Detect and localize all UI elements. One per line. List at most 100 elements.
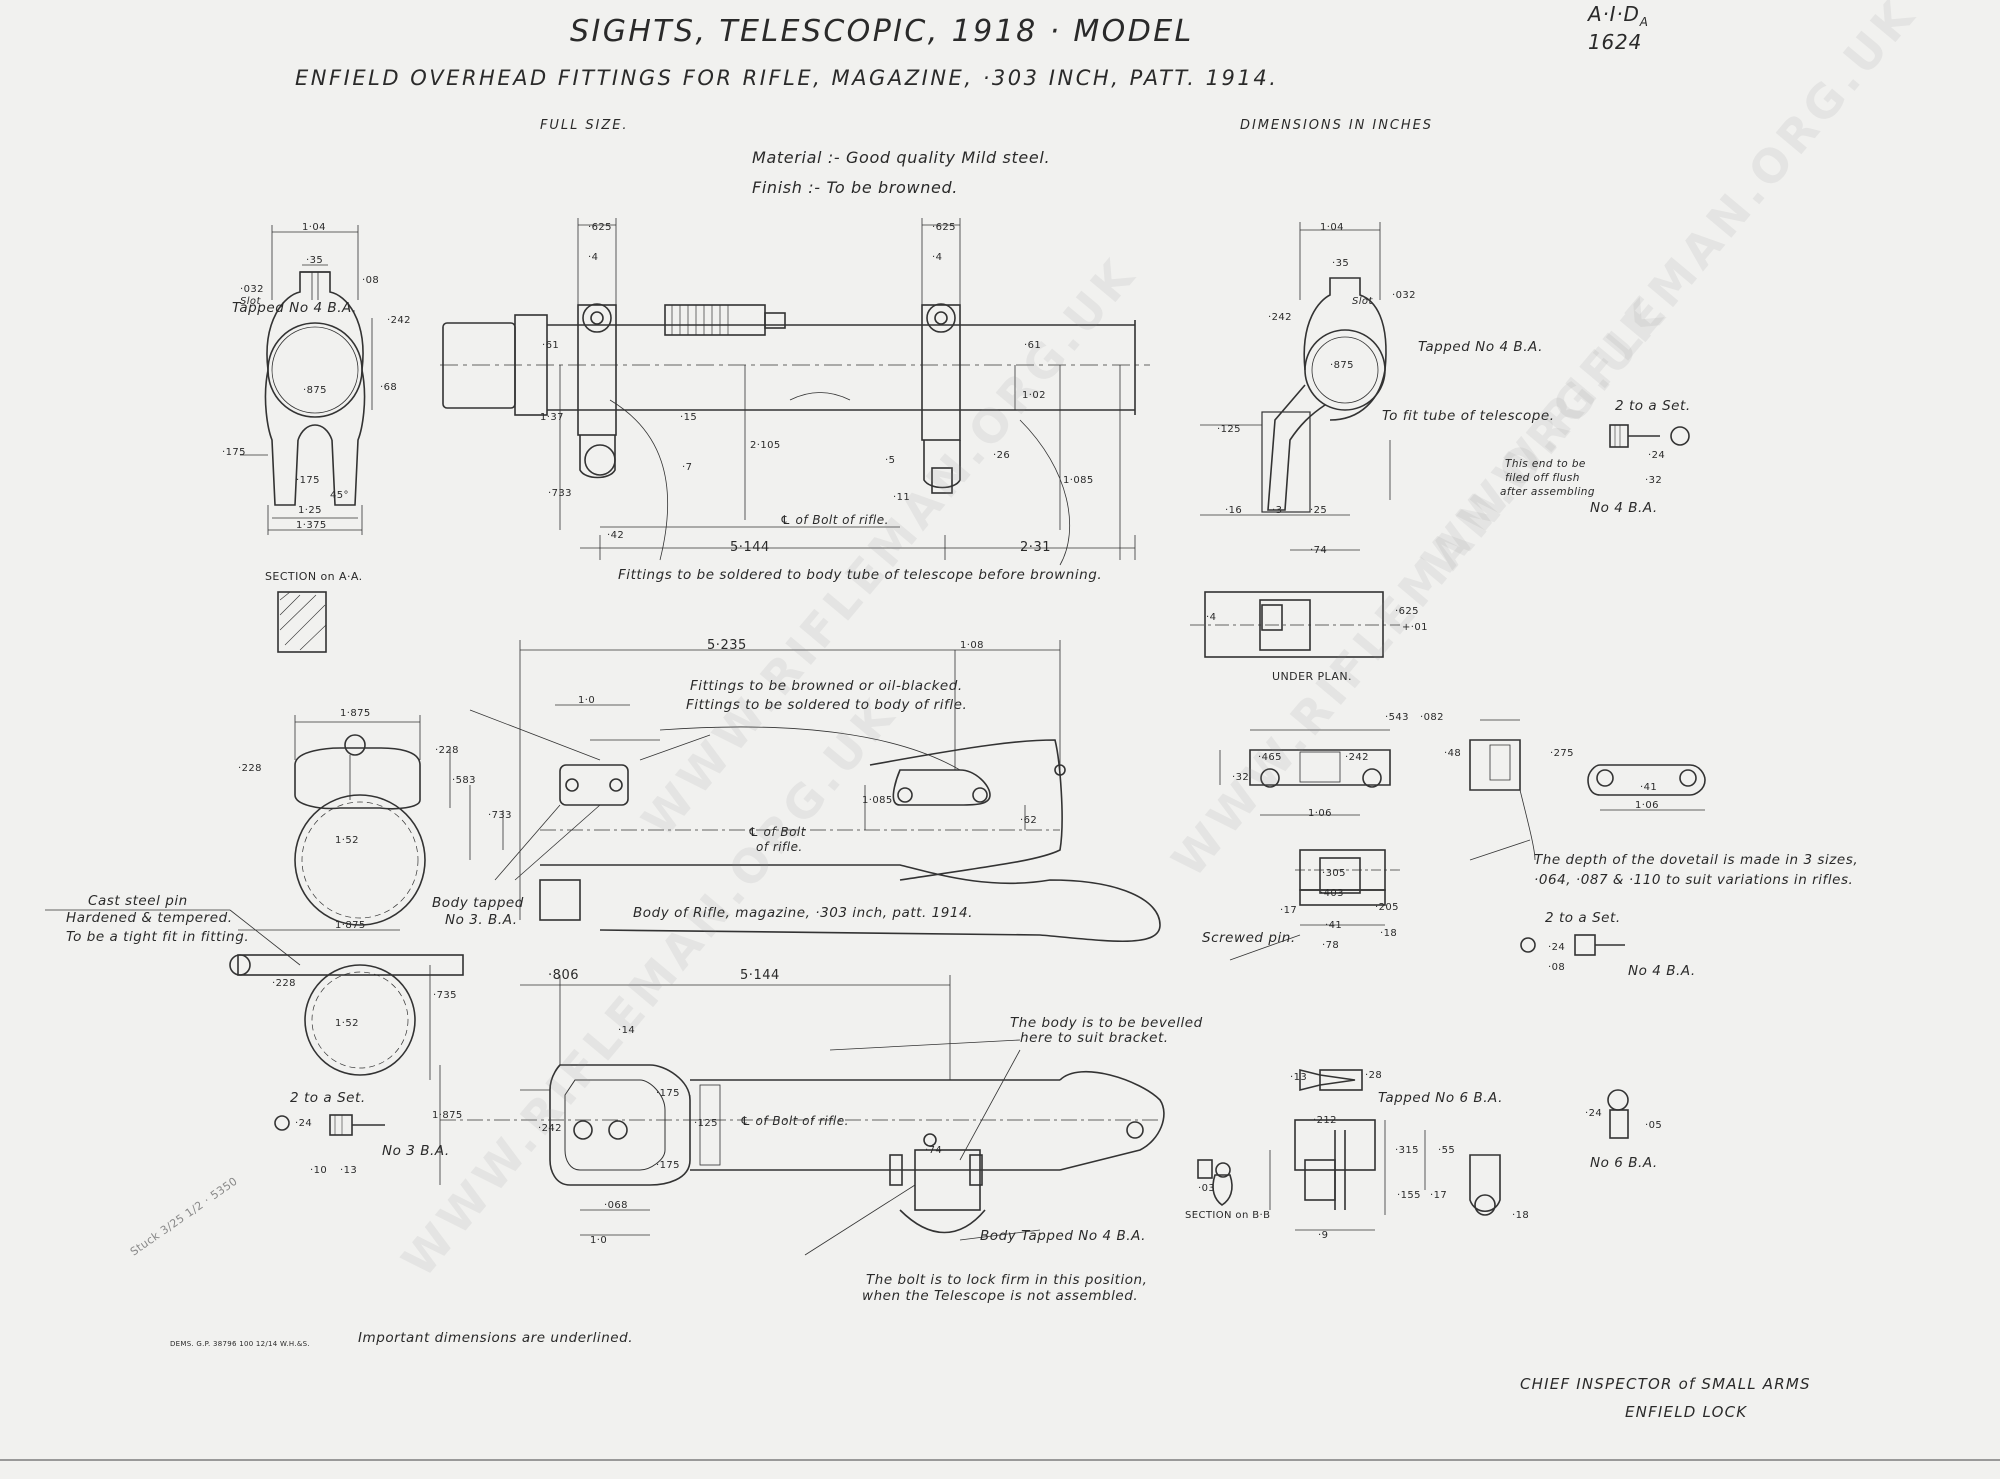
dim-403: ·403 — [1320, 888, 1344, 899]
screw-detail-3ba — [274, 1114, 385, 1136]
dim-28: ·28 — [1365, 1070, 1383, 1081]
dim-1-085-a: 1·085 — [1063, 475, 1094, 486]
note-browned-2: Fittings to be soldered to body of rifle… — [686, 697, 968, 713]
note-cast-steel-2: Hardened & tempered. — [66, 910, 233, 926]
dim-875-a: ·875 — [303, 385, 327, 396]
note-no3ba: No 3 B.A. — [382, 1143, 450, 1159]
dim-543: ·543 — [1385, 712, 1409, 723]
dim-10: ·10 — [310, 1165, 328, 1176]
dim-3: ·3 — [1272, 505, 1283, 516]
dim-24-c: ·24 — [1548, 942, 1566, 953]
note-tapped-4ba-left: Tapped No 4 B.A. — [232, 300, 357, 316]
dim-1-0-b: 1·0 — [590, 1235, 608, 1246]
dim-275: ·275 — [1550, 748, 1574, 759]
dim-4-front: ·4 — [588, 252, 599, 263]
dim-25-a: ·25 — [1310, 505, 1328, 516]
dim-74-b: ·74 — [925, 1145, 943, 1156]
note-body-tapped-2: No 3. B.A. — [445, 912, 518, 928]
note-no6ba: No 6 B.A. — [1590, 1155, 1658, 1171]
dim-228-b: ·228 — [238, 763, 262, 774]
dim-1-52-a: 1·52 — [335, 835, 359, 846]
dim-48: ·48 — [1444, 748, 1462, 759]
dim-228-a: ·228 — [435, 745, 459, 756]
dim-032-right: ·032 — [1392, 290, 1416, 301]
label-under-plan: UNDER PLAN. — [1272, 670, 1352, 683]
label-bolt-centre-3a: ℄ of Bolt — [748, 825, 806, 839]
dim-733-a: ·733 — [548, 488, 572, 499]
dim-4-rear: ·4 — [932, 252, 943, 263]
dim-18-a: ·18 — [1380, 928, 1398, 939]
dim-625-front: ·625 — [588, 222, 612, 233]
dim-465: ·465 — [1258, 752, 1282, 763]
dim-1-875-a: 1·875 — [340, 708, 371, 719]
note-flush-2: filed off flush — [1505, 472, 1580, 484]
dim-228-c: ·228 — [272, 978, 296, 989]
dim-4-plan: ·4 — [1206, 612, 1217, 623]
screw-detail-4ba — [1609, 424, 1690, 448]
dim-68: ·68 — [380, 382, 398, 393]
rifle-body-elevation — [539, 739, 1161, 942]
dim-35-left: ·35 — [306, 255, 324, 266]
dim-7: ·7 — [682, 462, 693, 473]
dim-5-144-top: 5·144 — [730, 540, 770, 555]
dim-15: ·15 — [680, 412, 698, 423]
dim-41-a: ·41 — [1640, 782, 1658, 793]
screw-detail-4ba-b — [1520, 934, 1625, 956]
dim-11-a: ·11 — [893, 492, 911, 503]
dim-5-144-bottom: 5·144 — [740, 968, 780, 983]
drawing-subtitle: ENFIELD OVERHEAD FITTINGS FOR RIFLE, MAG… — [295, 66, 1279, 90]
dim-24-a: ·24 — [1585, 1108, 1603, 1119]
dim-08-b: ·08 — [1548, 962, 1566, 973]
dim-26: ·26 — [993, 450, 1011, 461]
dim-1-375: 1·375 — [296, 520, 327, 531]
dim-175-a: ·175 — [222, 447, 246, 458]
note-bevelled-1: The body is to be bevelled — [1010, 1015, 1203, 1031]
drawing-number-line1: A·I·D — [1588, 2, 1640, 26]
label-bolt-centre-3b: of rifle. — [756, 840, 803, 854]
finish-note: Finish :- To be browned. — [752, 178, 959, 197]
dim-082: ·082 — [1420, 712, 1444, 723]
dim-1-085-b: 1·085 — [862, 795, 893, 806]
dim-242-c: ·242 — [538, 1123, 562, 1134]
dim-125-a: ·125 — [1217, 424, 1241, 435]
dim-242-left: ·242 — [387, 315, 411, 326]
dim-242-d: ·242 — [1345, 752, 1369, 763]
rifle-body-plan-view — [440, 1064, 1165, 1234]
small-parts-bottom-right — [1197, 1068, 1629, 1216]
dim-625-plan: ·625 — [1395, 606, 1419, 617]
dim-16: ·16 — [1225, 505, 1243, 516]
label-bolt-centre-2: ℄ of Bolt of rifle. — [740, 1114, 849, 1128]
drawing-title: SIGHTS, TELESCOPIC, 1918 · MODEL — [570, 14, 1194, 49]
note-two-to-set-c: 2 to a Set. — [1545, 910, 1621, 926]
dim-08-left: ·08 — [362, 275, 380, 286]
under-plan — [1190, 591, 1400, 658]
bracket-ring-middle — [294, 734, 426, 926]
label-slot-left: Slot — [240, 296, 261, 307]
dim-175-b: ·175 — [296, 475, 320, 486]
units-note: DIMENSIONS IN INCHES — [1240, 118, 1433, 133]
dim-583: ·583 — [452, 775, 476, 786]
dim-1-0-a: 1·0 — [578, 695, 596, 706]
dim-1-875-b: 1·875 — [335, 920, 366, 931]
pin-ring-lower — [229, 954, 464, 1076]
dim-45deg: 45° — [330, 490, 349, 501]
dim-42: ·42 — [607, 530, 625, 541]
dim-1-25: 1·25 — [298, 505, 322, 516]
dim-875-b: ·875 — [1330, 360, 1354, 371]
dim-625-rear: ·625 — [932, 222, 956, 233]
note-screwed-pin: Screwed pin. — [1202, 930, 1296, 946]
note-bolt-lock-2: when the Telescope is not assembled. — [862, 1288, 1139, 1304]
dim-78: ·78 — [1322, 940, 1340, 951]
note-flush-1: This end to be — [1505, 458, 1586, 470]
dim-032-left: ·032 — [240, 284, 264, 295]
note-bevelled-2: here to suit bracket. — [1020, 1030, 1169, 1046]
dim-068: ·068 — [604, 1200, 628, 1211]
note-cast-steel-1: Cast steel pin — [88, 893, 188, 909]
dim-733-b: ·733 — [488, 810, 512, 821]
note-no4ba-a: No 4 B.A. — [1590, 500, 1658, 516]
dim-32: ·32 — [1232, 772, 1250, 783]
note-important-dims: Important dimensions are underlined. — [358, 1330, 634, 1346]
dim-315: ·315 — [1395, 1145, 1419, 1156]
note-bolt-lock-1: The bolt is to lock firm in this positio… — [866, 1272, 1148, 1288]
